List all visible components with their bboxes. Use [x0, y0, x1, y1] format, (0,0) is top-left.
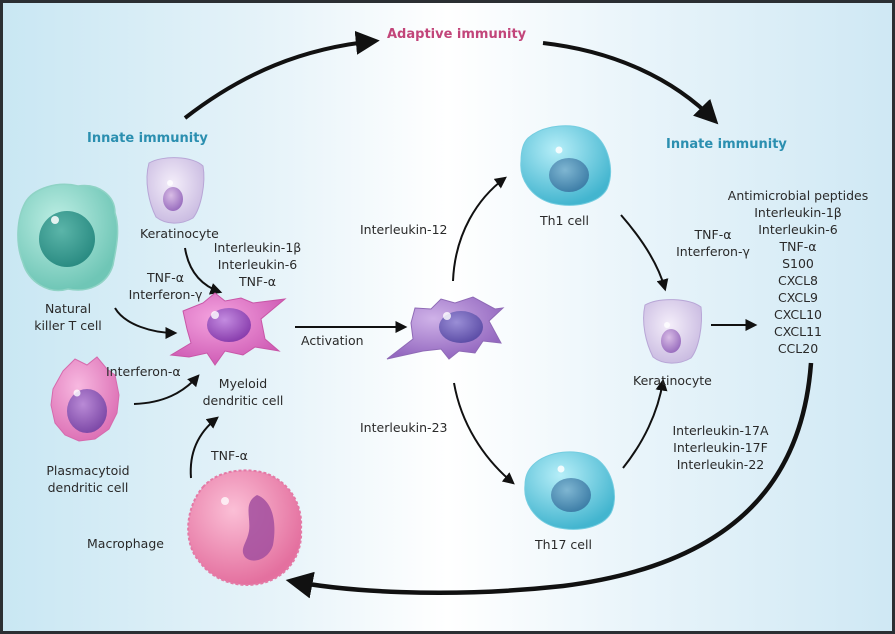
product-item: TNF-α	[779, 239, 817, 254]
product-item: CXCL10	[774, 307, 822, 322]
heading-adaptive-immunity: Adaptive immunity	[387, 27, 527, 42]
label-mdc-line-1: Myeloid	[218, 376, 268, 391]
arrow-adaptive-to-innate	[542, 41, 719, 125]
label-mdc-line-2: dendritic cell	[202, 393, 284, 408]
label-myeloid-dc: Myeloid dendritic cell	[193, 375, 293, 409]
product-item: CXCL9	[777, 290, 819, 305]
signal-ifng: Interferon-γ	[128, 287, 203, 302]
arrow-macrophage-to-mdc	[189, 416, 219, 479]
signals-keratinocyte-to-mdc: Interleukin-1β Interleukin-6 TNF-α	[205, 239, 310, 290]
product-item: Interleukin-1β	[754, 205, 842, 220]
signals-nkt-to-mdc: TNF-α Interferon-γ	[113, 269, 218, 303]
signals-th17-to-keratinocyte: Interleukin-17A Interleukin-17F Interleu…	[658, 422, 783, 473]
diagram-graphics	[17, 30, 814, 599]
arrow-nkt-to-mdc	[114, 307, 178, 339]
keratinocyte-products-list: Antimicrobial peptides Interleukin-1β In…	[713, 187, 883, 357]
th1-cell	[520, 125, 611, 206]
signal-to-th17: Interleukin-23	[360, 420, 448, 435]
signal-macrophage-to-mdc: TNF-α	[211, 448, 248, 463]
signal-il1b: Interleukin-1β	[213, 240, 302, 255]
label-keratinocyte-top: Keratinocyte	[140, 226, 219, 241]
plasmacytoid-dendritic-cell	[50, 356, 120, 442]
th17-cell	[524, 451, 615, 530]
signal-il17a: Interleukin-17A	[672, 423, 769, 438]
label-nkt-cell: Natural killer T cell	[23, 300, 113, 334]
label-pdc-line-2: dendritic cell	[47, 480, 129, 495]
label-pdc-line-1: Plasmacytoid	[46, 463, 130, 478]
myeloid-dendritic-cell	[169, 292, 287, 366]
signal-activation: Activation	[301, 333, 364, 348]
label-th17-cell: Th17 cell	[535, 537, 592, 552]
activated-dendritic-cell	[386, 296, 505, 360]
arrow-to-th1	[452, 176, 507, 282]
arrow-pdc-to-mdc	[133, 374, 200, 405]
heading-innate-immunity-left: Innate immunity	[87, 131, 208, 146]
heading-innate-immunity-right: Innate immunity	[666, 137, 787, 152]
arrow-th17-to-keratinocyte	[622, 378, 668, 469]
keratinocyte-top-cell	[146, 157, 205, 224]
label-nkt-line-1: Natural	[44, 301, 92, 316]
arrow-th1-to-keratinocyte	[620, 214, 669, 292]
product-item: CCL20	[777, 341, 819, 356]
product-item: CXCL11	[774, 324, 822, 339]
diagram-canvas: Adaptive immunity Innate immunity Innate…	[3, 3, 892, 631]
label-plasmacytoid-dc: Plasmacytoid dendritic cell	[33, 462, 143, 496]
label-th1-cell: Th1 cell	[540, 213, 589, 228]
product-item: CXCL8	[777, 273, 819, 288]
signal-il22: Interleukin-22	[676, 457, 765, 472]
label-nkt-line-2: killer T cell	[34, 318, 102, 333]
signal-to-th1: Interleukin-12	[360, 222, 448, 237]
arrow-return-to-macrophage	[285, 362, 814, 599]
arrow-to-th17	[453, 382, 515, 485]
label-macrophage: Macrophage	[87, 536, 164, 551]
signal-pdc-to-mdc: Interferon-α	[106, 364, 181, 379]
product-item: Interleukin-6	[758, 222, 838, 237]
product-item: S100	[782, 256, 814, 271]
signal-il6: Interleukin-6	[217, 257, 298, 272]
arrow-keratinocyte-to-mdc	[184, 247, 223, 295]
signal-ifng: Interferon-γ	[676, 244, 750, 259]
arrow-innate-to-adaptive	[183, 30, 380, 120]
signal-tnfa: TNF-α	[694, 227, 732, 242]
signal-il17f: Interleukin-17F	[673, 440, 768, 455]
signal-tnfa: TNF-α	[239, 274, 276, 289]
signal-tnfa: TNF-α	[147, 270, 184, 285]
label-keratinocyte-right: Keratinocyte	[633, 373, 712, 388]
signals-th1-to-keratinocyte: TNF-α Interferon-γ	[668, 226, 758, 260]
macrophage-cell	[187, 469, 303, 586]
product-item: Antimicrobial peptides	[727, 188, 869, 203]
nkt-cell	[17, 183, 119, 292]
keratinocyte-right-cell	[643, 299, 702, 364]
